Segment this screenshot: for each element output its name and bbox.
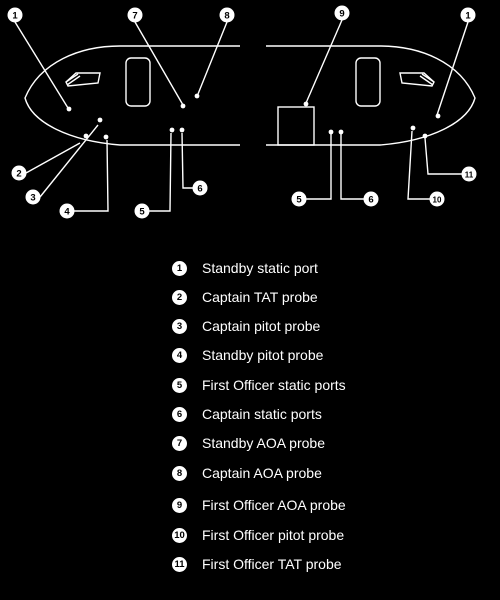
legend-number-badge: 11 (172, 556, 187, 572)
right-sensor-point-11 (422, 133, 428, 139)
legend-item: 6 Captain static ports (172, 404, 322, 424)
right-side-view (266, 45, 476, 146)
legend-label: First Officer AOA probe (202, 497, 346, 513)
right-sensor-point-10 (410, 125, 416, 131)
legend-label: Captain AOA probe (202, 465, 322, 481)
legend-item: 1 Standby static port (172, 258, 318, 278)
left-callout-badge-7: 7 (127, 7, 143, 23)
left-leader-line-3 (39, 124, 99, 198)
left-leader-line-1 (14, 21, 69, 109)
left-callout-number-2: 2 (16, 168, 21, 179)
legend-number-badge: 3 (172, 318, 187, 334)
right-callout-badge-1: 1 (460, 7, 476, 23)
legend-item: 10 First Officer pitot probe (172, 525, 344, 545)
right-sensor-point-6 (338, 129, 344, 135)
legend-label: Standby AOA probe (202, 435, 325, 451)
right-leader-line-9 (305, 19, 343, 104)
legend-number-badge: 9 (172, 497, 187, 513)
right-callout-badge-11: 11 (461, 166, 477, 182)
left-leader-line-6 (181, 132, 193, 189)
left-leader-line-5 (149, 132, 172, 212)
legend-label: Captain pitot probe (202, 318, 321, 334)
legend-item: 2 Captain TAT probe (172, 287, 318, 307)
right-leader-line-6 (340, 134, 364, 200)
right-callout-number-10: 10 (433, 195, 442, 204)
legend-number-badge: 10 (172, 527, 187, 543)
left-leader-line-4 (74, 139, 109, 212)
left-callout-badge-2: 2 (11, 165, 27, 181)
right-leader-line-10 (407, 130, 430, 200)
right-leader-line-1 (436, 21, 469, 116)
legend-number-badge: 2 (172, 289, 187, 305)
right-callout-badge-6: 6 (363, 191, 379, 207)
left-callout-number-4: 4 (64, 206, 70, 217)
legend-item: 3 Captain pitot probe (172, 316, 320, 336)
right-callout-badge-9: 9 (334, 5, 350, 21)
right-leader-line-5 (306, 134, 332, 200)
left-callout-number-5: 5 (139, 206, 145, 217)
right-callout-badge-10: 10 (429, 191, 445, 207)
right-callout-number-9: 9 (339, 8, 344, 19)
right-entry-door (355, 57, 381, 107)
right-fuselage-outline (266, 45, 476, 146)
right-callout-number-5: 5 (296, 194, 302, 205)
legend-label: Captain static ports (202, 406, 322, 422)
left-sensor-point-2 (83, 133, 89, 139)
legend-number-badge: 6 (172, 406, 187, 422)
legend-item: 5 First Officer static ports (172, 375, 346, 395)
left-callout-number-3: 3 (30, 192, 35, 203)
right-callout-number-1: 1 (465, 10, 471, 21)
left-cockpit-window (65, 72, 101, 87)
legend-number-badge: 5 (172, 377, 187, 393)
airplane-nose-diagram: 1 2 3 4 5 6 7 8 1 5 6 9 10 11 (7, 5, 477, 219)
left-callout-badge-3: 3 (25, 189, 41, 205)
left-sensor-point-6 (179, 127, 185, 133)
legend-label: Standby pitot probe (202, 347, 324, 363)
left-leader-line-2 (25, 142, 81, 174)
left-sensor-point-1 (66, 106, 72, 112)
right-leader-line-11 (424, 137, 462, 175)
left-sensor-point-4 (103, 134, 109, 140)
right-access-panel (277, 106, 315, 146)
left-callout-badge-6: 6 (192, 180, 208, 196)
legend-item: 9 First Officer AOA probe (172, 495, 346, 515)
left-callout-badge-1: 1 (7, 7, 23, 23)
left-side-view (24, 45, 240, 146)
legend-item: 8 Captain AOA probe (172, 463, 322, 483)
left-callout-badge-5: 5 (134, 203, 150, 219)
left-leader-line-8 (197, 21, 228, 95)
legend-item: 4 Standby pitot probe (172, 345, 323, 365)
left-fuselage-outline (24, 45, 240, 146)
legend-number-badge: 7 (172, 435, 187, 451)
legend-item: 11 First Officer TAT probe (172, 554, 342, 574)
left-callout-number-7: 7 (132, 10, 137, 21)
left-entry-door (125, 57, 151, 107)
right-sensor-point-5 (328, 129, 334, 135)
legend-label: Standby static port (202, 260, 318, 276)
legend-number-badge: 8 (172, 465, 187, 481)
left-callout-number-6: 6 (197, 183, 202, 194)
right-cockpit-window (399, 72, 435, 87)
right-sensor-point-9 (303, 101, 309, 107)
legend-number-badge: 4 (172, 347, 187, 363)
legend-label: Captain TAT probe (202, 289, 318, 305)
left-callout-badge-4: 4 (59, 203, 75, 219)
right-callout-number-11: 11 (465, 170, 474, 179)
legend-label: First Officer static ports (202, 377, 346, 393)
legend-number-badge: 1 (172, 260, 187, 276)
left-sensor-point-7 (180, 103, 186, 109)
left-callout-number-8: 8 (224, 10, 229, 21)
right-callout-badge-5: 5 (291, 191, 307, 207)
left-callout-number-1: 1 (12, 10, 18, 21)
legend-label: First Officer pitot probe (202, 527, 345, 543)
left-callout-badge-8: 8 (219, 7, 235, 23)
left-sensor-point-8 (194, 93, 200, 99)
right-sensor-point-1 (435, 113, 441, 119)
right-callout-number-6: 6 (368, 194, 373, 205)
legend-label: First Officer TAT probe (202, 556, 342, 572)
left-leader-line-7 (134, 21, 184, 106)
left-sensor-point-5 (169, 127, 175, 133)
left-sensor-point-3 (97, 117, 103, 123)
legend-item: 7 Standby AOA probe (172, 433, 325, 453)
